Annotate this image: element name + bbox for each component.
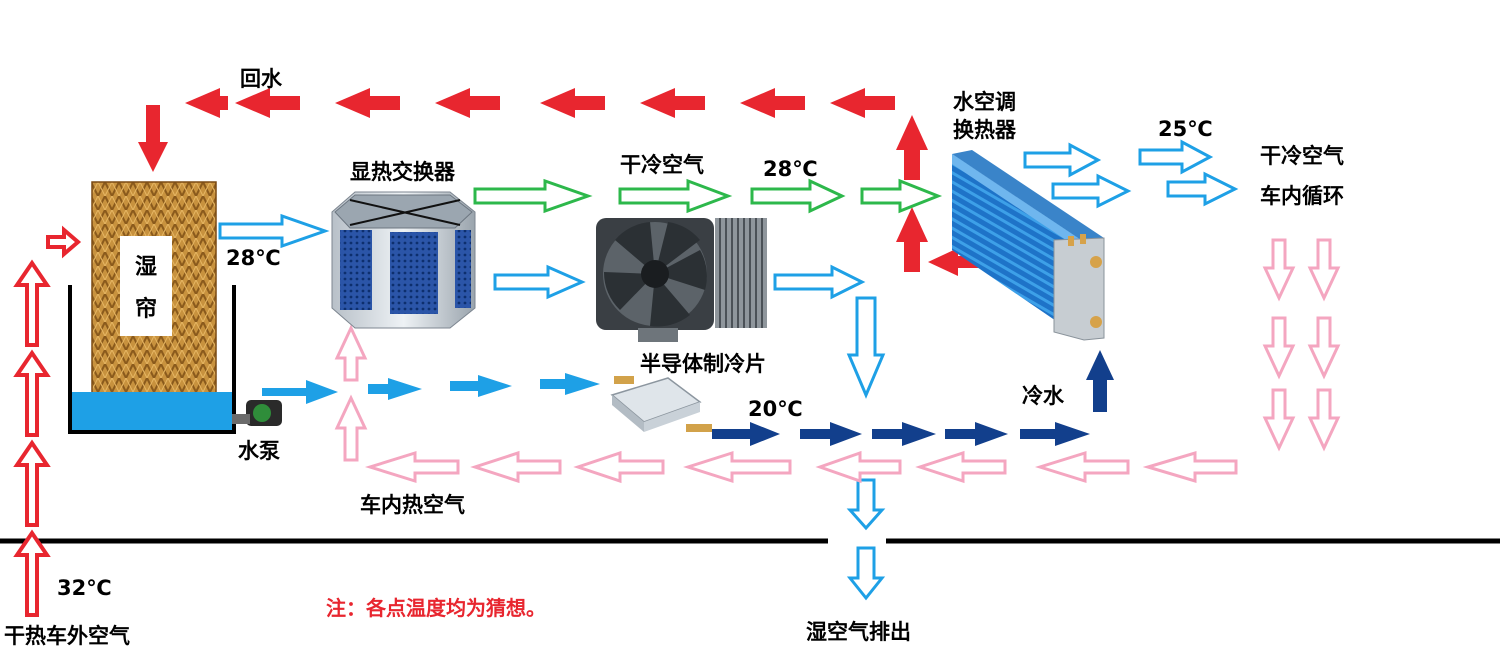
water-air-hx-label-line2: 换热器 — [953, 118, 1016, 142]
water-cold-plate-icon — [610, 376, 712, 432]
water-pump-icon — [232, 400, 282, 426]
cpu-cooler-fan-icon — [596, 218, 767, 342]
note-label: 注：各点温度均为猜想。 — [326, 596, 546, 620]
cabin-circulation-label: 车内循环 — [1260, 184, 1344, 208]
pad-label-char-2: 帘 — [134, 297, 157, 322]
sensible-heat-exchanger-label: 显热交换器 — [350, 160, 455, 184]
semiconductor-cooler-label: 半导体制冷片 — [640, 352, 766, 376]
outside-air-arrows — [13, 225, 82, 617]
dry-cold-air-mid-label: 干冷空气 — [620, 153, 704, 177]
cold-water-arrows — [712, 350, 1114, 446]
water-basin — [68, 285, 236, 434]
radiator-icon — [952, 150, 1105, 341]
pad-label-char-1: 湿 — [134, 255, 157, 280]
temp-25-label: 25℃ — [1158, 117, 1213, 141]
return-water-arrows — [138, 88, 895, 172]
outside-air-label: 干热车外空气 — [4, 624, 130, 648]
humid-air-arrows — [218, 139, 1239, 601]
heat-exchanger-icon — [331, 191, 476, 329]
temp-32-label: 32℃ — [57, 576, 112, 600]
temp-28-left-label: 28℃ — [226, 246, 281, 270]
return-water-label: 回水 — [240, 67, 282, 91]
water-air-hx-label-line1: 水空调 — [953, 90, 1016, 114]
cabin-hot-air-arrows — [334, 238, 1341, 484]
humid-exhaust-label: 湿空气排出 — [806, 620, 911, 644]
pump-label: 水泵 — [238, 439, 280, 463]
dry-cold-air-arrows — [473, 178, 943, 214]
dry-cold-air-right-label: 干冷空气 — [1260, 144, 1344, 168]
pump-water-arrows — [262, 373, 600, 404]
cabin-hot-air-label: 车内热空气 — [360, 493, 465, 517]
cooling-pad-label-box: 湿 帘 — [120, 236, 172, 336]
cold-water-label: 冷水 — [1022, 384, 1064, 408]
temp-28-mid-label: 28℃ — [763, 157, 818, 181]
temp-20-label: 20℃ — [748, 397, 803, 421]
